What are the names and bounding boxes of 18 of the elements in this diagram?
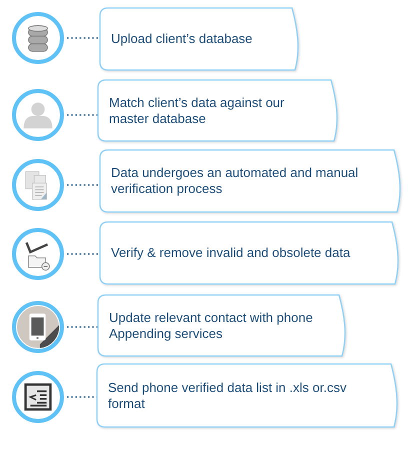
callout-box [98, 295, 345, 356]
callout-box [98, 80, 337, 141]
dotted-connector [67, 184, 100, 186]
step-text: Update relevant contact with phone Appending services [108, 310, 314, 342]
callout-box [97, 364, 397, 427]
dotted-connector [67, 114, 98, 116]
step-text: Data undergoes an automated and manual verification process [110, 165, 360, 197]
dotted-connector [67, 253, 100, 255]
step-text: Send phone verified data list in .xls or.csv format [107, 380, 348, 412]
dotted-connector [67, 326, 98, 328]
dotted-connector [67, 396, 97, 398]
callout-box [100, 8, 298, 70]
step-text: Verify & remove invalid and obsolete data [110, 245, 352, 261]
step-text: Match client’s data against our master database [108, 94, 286, 126]
callout-box [100, 222, 398, 284]
dotted-connector [67, 37, 100, 39]
callout-box [100, 150, 400, 212]
step-text: Upload client’s database [110, 31, 254, 47]
